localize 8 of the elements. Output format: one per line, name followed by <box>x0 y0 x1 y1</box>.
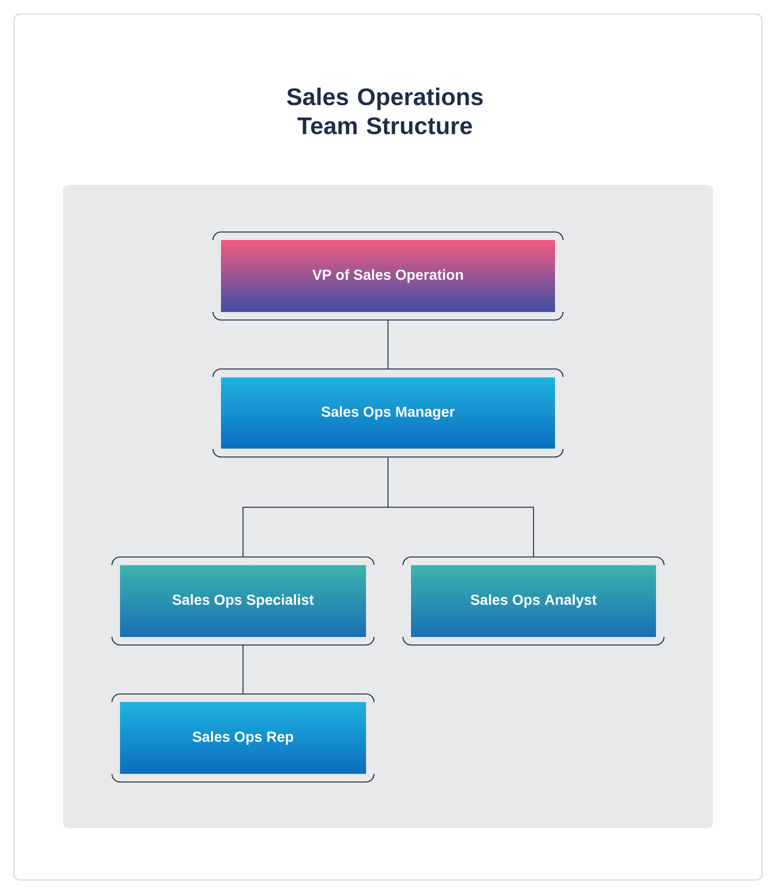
org-box: Sales Ops Rep <box>111 693 375 783</box>
org-box: Sales Ops Manager <box>212 368 564 458</box>
org-box: Sales Ops Specialist <box>111 556 375 646</box>
title: Sales Operations Team Structure <box>287 88 483 134</box>
connector-line <box>388 456 534 558</box>
connector-line <box>242 644 244 694</box>
org-box: VP of Sales Operation <box>212 231 564 321</box>
org-box: Sales Ops Analyst <box>402 556 665 646</box>
